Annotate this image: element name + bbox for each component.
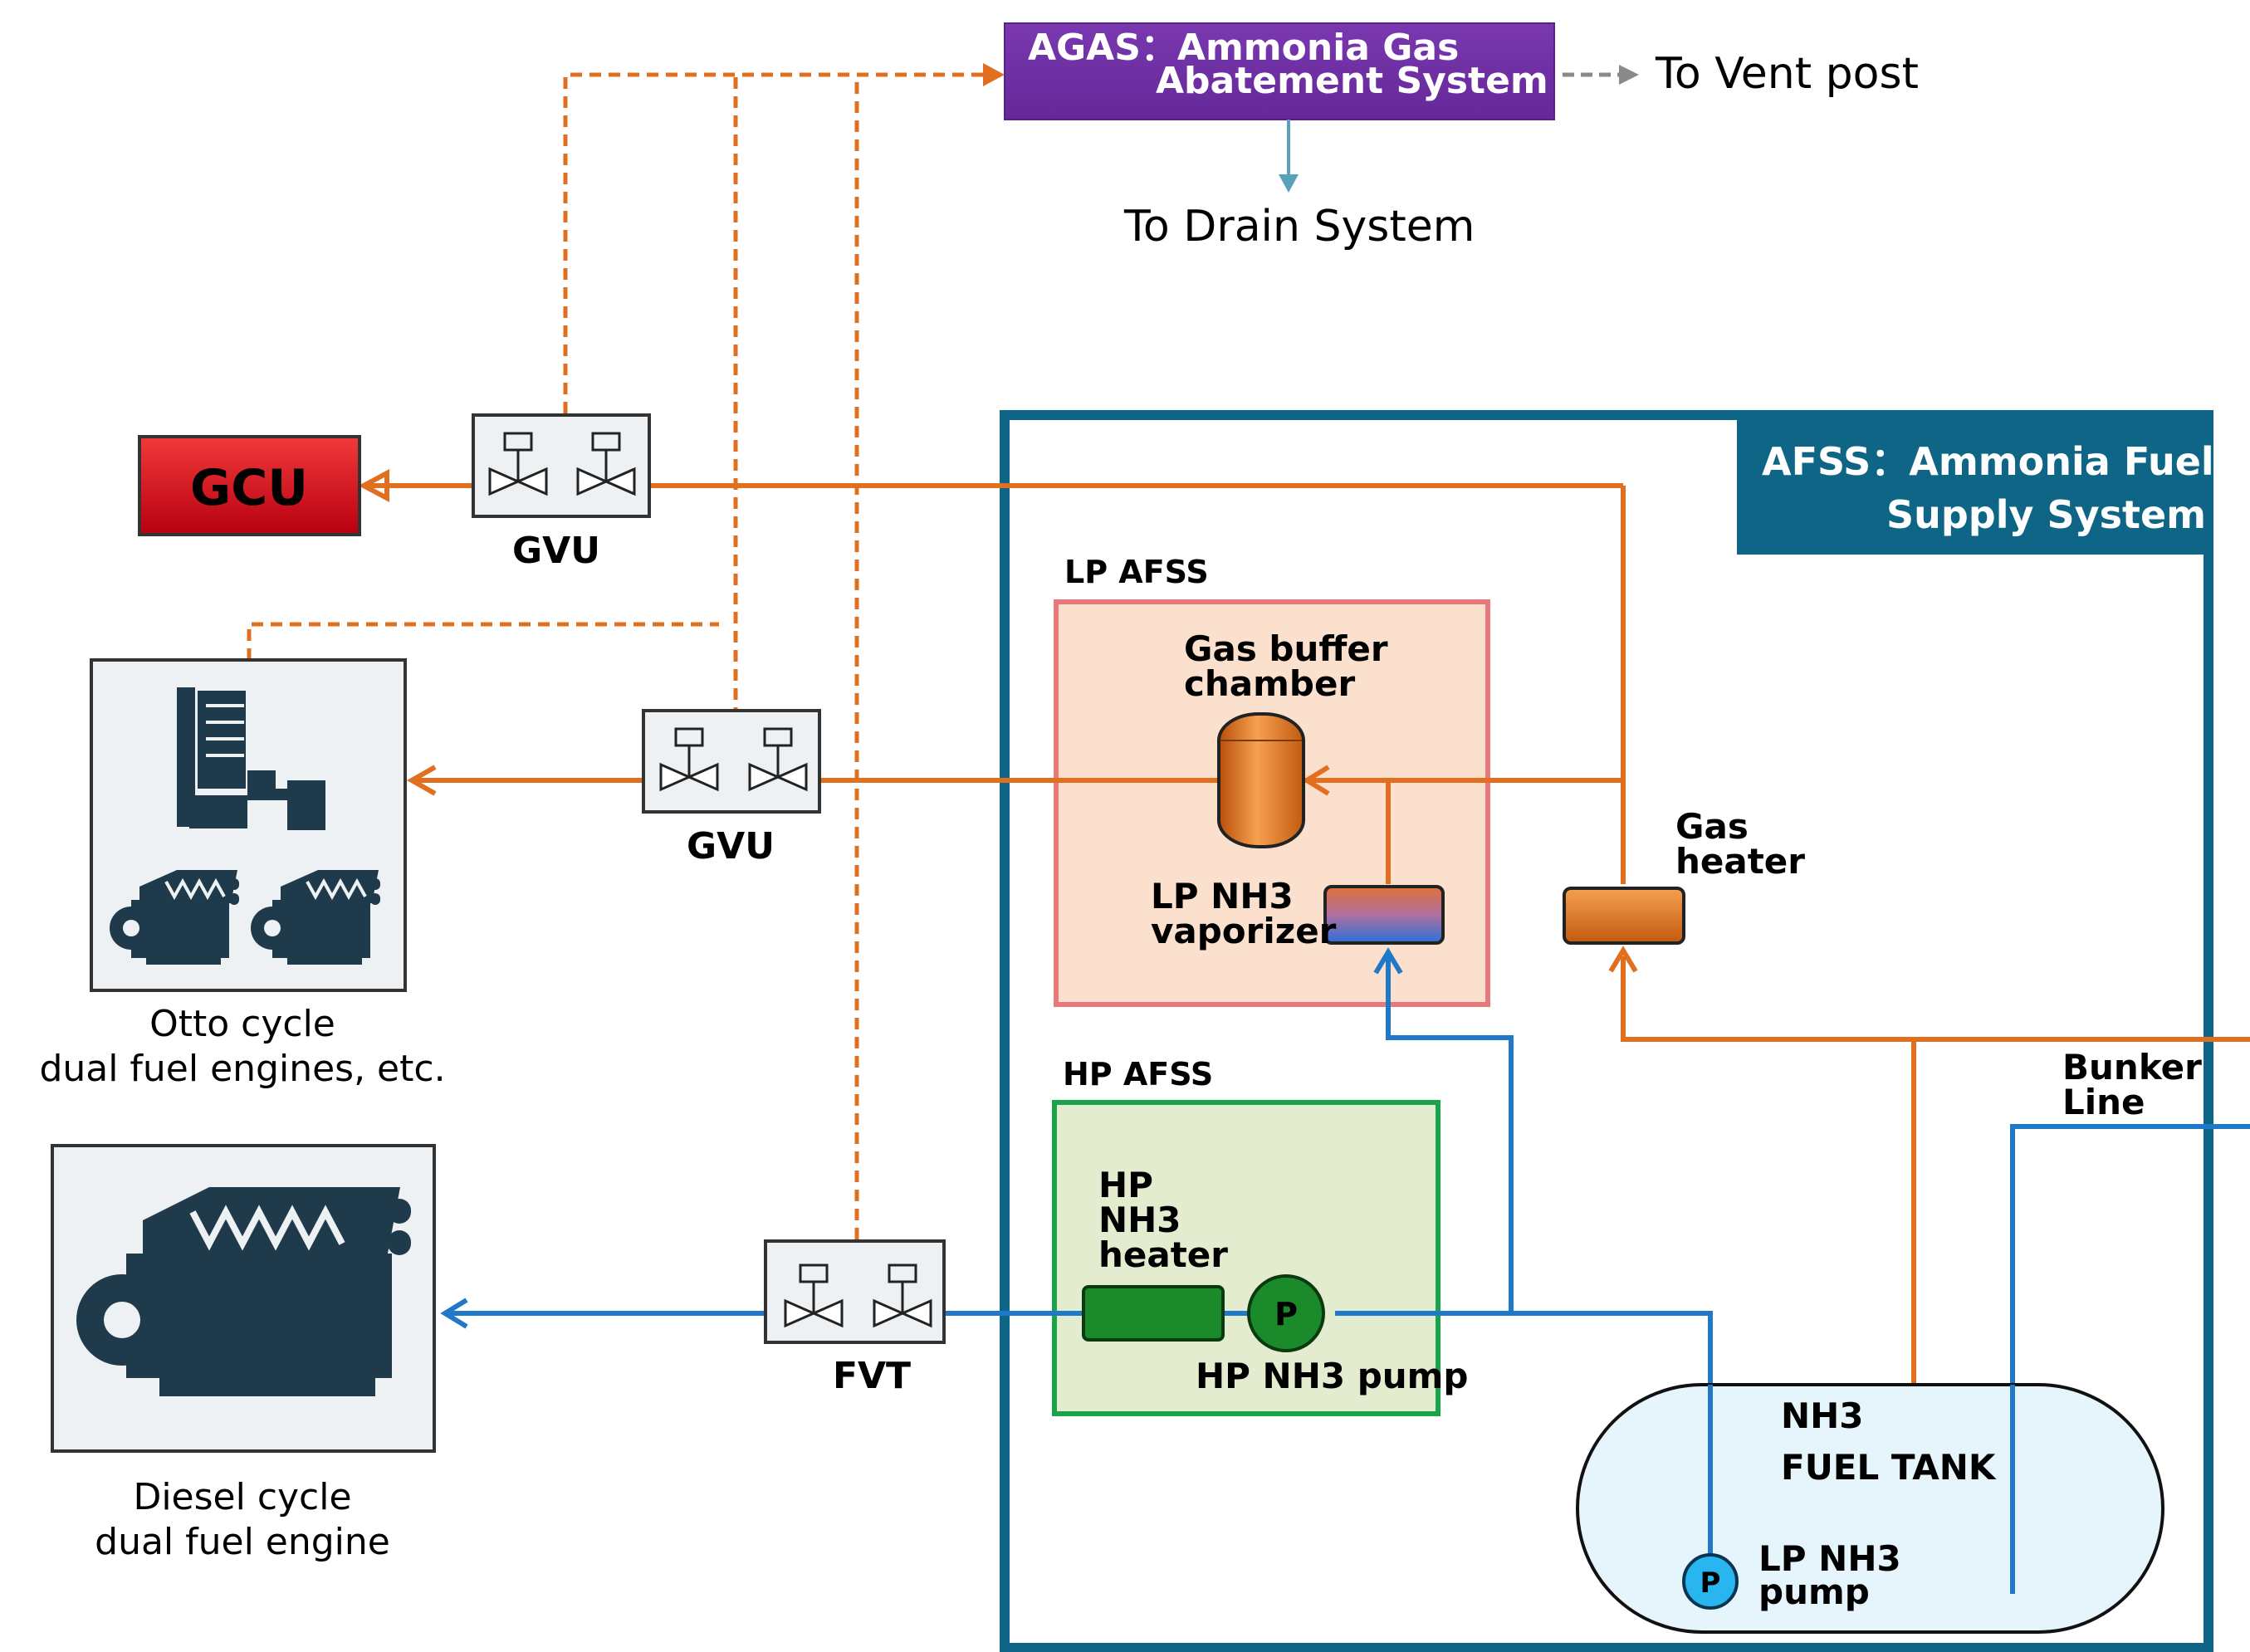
to-drain-system-label: To Drain System: [1123, 202, 1475, 252]
gcu-arrowhead: [358, 468, 389, 503]
otto-arrowhead: [406, 765, 437, 796]
vent-line-gvu-top: [563, 72, 988, 490]
vaporizer-inlet-arrowhead: [1373, 947, 1403, 975]
gas-heater-label-line2: heater: [1675, 841, 1805, 882]
gvu-mid-valve-1: [659, 727, 719, 792]
gas-line-tank-to-heater: [1621, 956, 2250, 1042]
lp-nh3-vaporizer: [1323, 885, 1445, 945]
fvt-valve-2: [873, 1263, 932, 1328]
hp-heater-label-line2: NH3: [1098, 1200, 1181, 1240]
gvu-top-valve-2: [576, 432, 636, 496]
drain-arrowhead: [1279, 174, 1299, 193]
otto-caption-line1: Otto cycle: [149, 1003, 335, 1045]
gas-heater: [1563, 887, 1685, 945]
otto-engine-2-icon: [251, 870, 380, 965]
otto-caption-line2: dual fuel engines, etc.: [39, 1048, 445, 1090]
agas-title-line1: AGAS：Ammonia Gas: [1028, 27, 1459, 69]
otto-engines: Otto cycle dual fuel engines, etc.: [39, 658, 446, 1090]
afss-frame: [1000, 410, 2213, 1652]
bunker-label-line2: Line: [2062, 1082, 2145, 1122]
hp-nh3-pump: [1247, 1274, 1325, 1352]
lp-pump-label-line1: LP NH3: [1758, 1538, 1901, 1579]
tank-label-line2: FUEL TANK: [1781, 1447, 1997, 1488]
bunker-label-line1: Bunker: [2062, 1047, 2202, 1087]
diesel-engine: Diesel cycle dual fuel engine: [51, 1144, 436, 1563]
fvt-label: FVT: [833, 1355, 911, 1397]
lp-vaporizer-label-line2: vaporizer: [1151, 911, 1337, 951]
vent-lines: [247, 72, 988, 1316]
gvu-mid-label: GVU: [687, 825, 775, 868]
diesel-arrowhead: [440, 1298, 468, 1329]
agas-inlet-arrowhead: [983, 63, 1005, 86]
hp-nh3-heater: [1082, 1285, 1225, 1342]
afss-title-line2: Supply System: [1886, 492, 2206, 537]
liquid-line-to-vaporizer: [1386, 956, 1514, 1313]
gas-heater-inlet-arrowhead: [1608, 946, 1638, 973]
hp-afss-label: HP AFSS: [1063, 1056, 1213, 1092]
to-vent-post-label: To Vent post: [1655, 49, 1919, 99]
fvt-valve-1: [784, 1263, 844, 1328]
buffer-inlet-arrowhead: [1302, 765, 1330, 796]
gas-buffer-label-line2: chamber: [1184, 663, 1355, 704]
vent-arrowhead: [1619, 65, 1639, 85]
afss-title-line1: AFSS：Ammonia Fuel: [1762, 439, 2214, 484]
gvu-top-unit: GVU: [472, 413, 651, 572]
lp-pump-label-line2: pump: [1758, 1571, 1870, 1612]
fvt-box: [764, 1239, 946, 1344]
hp-pump-label: HP NH3 pump: [1196, 1356, 1469, 1396]
otto-engine-1-icon: [110, 870, 239, 965]
tank-label-line1: NH3: [1781, 1395, 1864, 1436]
gvu-mid-box: [642, 709, 821, 814]
gvu-top-box: [472, 413, 651, 518]
diesel-caption-line1: Diesel cycle: [133, 1476, 351, 1518]
agas-title-line2: Abatement System: [1156, 60, 1548, 102]
gas-heater-label-line1: Gas: [1675, 806, 1749, 847]
diesel-caption-line2: dual fuel engine: [95, 1521, 390, 1563]
nh3-fuel-tank: [1576, 1383, 2164, 1634]
gas-buffer-label-line1: Gas buffer: [1184, 628, 1388, 669]
diesel-engine-icon: [76, 1187, 411, 1396]
gvu-mid-valve-2: [748, 727, 808, 792]
gvu-top-label: GVU: [512, 530, 600, 572]
hp-afss-box: [1052, 1100, 1440, 1416]
lp-pump-symbol: P: [1700, 1566, 1721, 1600]
gvu-top-valve-1: [488, 432, 548, 496]
boiler-icon: [177, 687, 325, 830]
hp-heater-label-line3: heater: [1098, 1234, 1228, 1275]
agas-box: [1004, 22, 1555, 120]
afss-title-box: [1737, 415, 2208, 555]
gcu-label: GCU: [190, 459, 308, 517]
hp-heater-label-line1: HP: [1098, 1165, 1153, 1205]
vent-line-otto-engine: [247, 622, 719, 660]
lp-afss-label: LP AFSS: [1064, 554, 1209, 590]
gvu-mid-unit: GVU: [642, 709, 821, 868]
gas-buffer-chamber: [1217, 712, 1305, 848]
gcu-box: [138, 435, 361, 536]
lp-vaporizer-label-line1: LP NH3: [1151, 876, 1294, 916]
fvt-unit: FVT: [764, 1239, 946, 1397]
lp-nh3-pump: [1682, 1553, 1739, 1610]
hp-pump-symbol: P: [1274, 1296, 1298, 1332]
